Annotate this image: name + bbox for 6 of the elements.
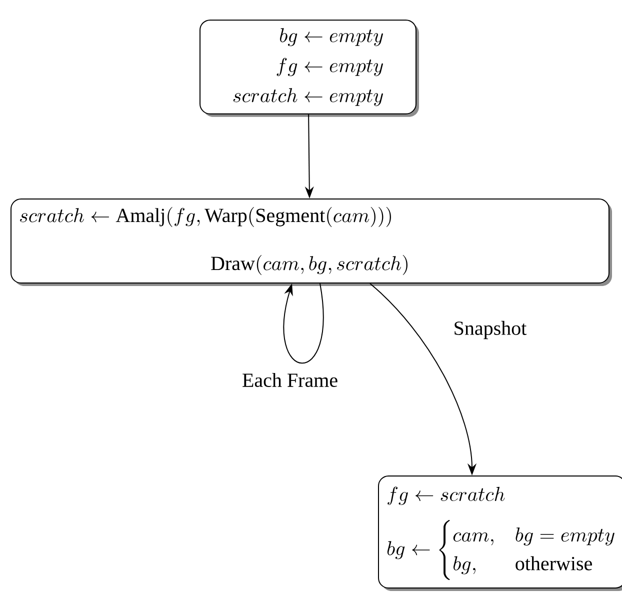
process-box: $fg \leftarrow scratch$ $bg \leftarrow \begin{cases} cam, & bg = empty \\ bg, & \text{otherwise} \end{cases}$ (378, 476, 622, 591)
edge-label: Snapshot (451, 318, 529, 342)
arrow (283, 283, 324, 364)
process-box: $scratch \leftarrow \textsc{Amalj}(fg, \textsc{Warp}(\textsc{Segment}(cam)))$ $\textsc{Draw}(cam, bg, scratch)$ (10, 198, 612, 286)
process-box: $bg \leftarrow empty$ $fg \leftarrow empty$ $scratch \leftarrow empty$ (200, 20, 419, 117)
edge-label: Each Frame (240, 370, 340, 390)
